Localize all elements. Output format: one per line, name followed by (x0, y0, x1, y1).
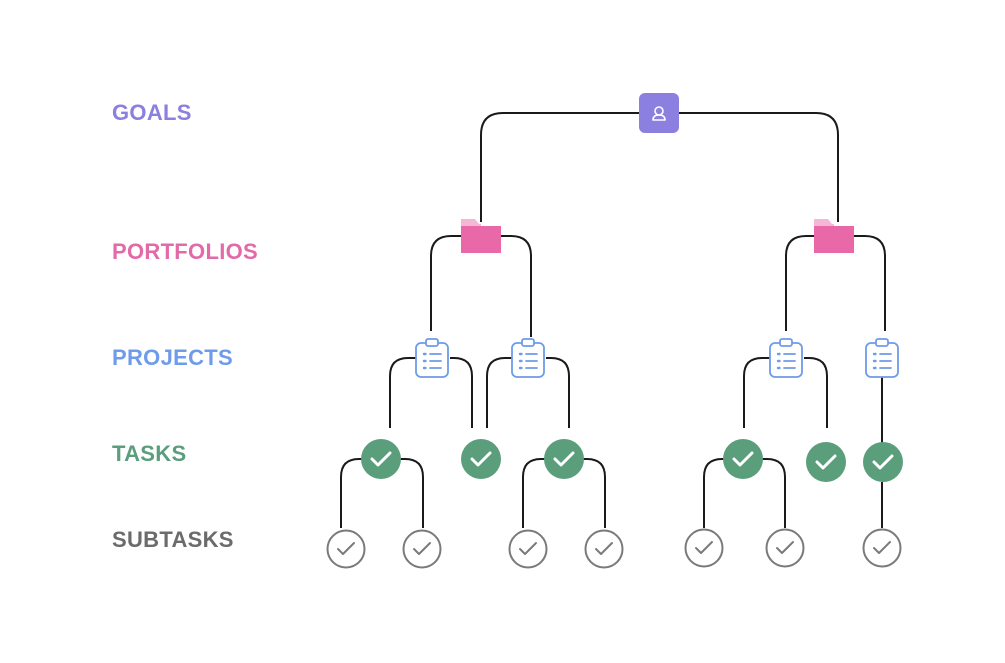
connector-portfolio2-project3 (785, 235, 816, 331)
connectors (340, 112, 886, 528)
clipboard-list-icon[interactable] (511, 338, 545, 378)
connector-project1-task2 (450, 357, 473, 428)
clipboard-list-icon[interactable] (865, 338, 899, 378)
connector-project2-task2 (486, 357, 512, 428)
connector-portfolio1-project2 (500, 235, 532, 337)
check-circle-outline-icon[interactable] (508, 529, 548, 569)
level-label-projects: PROJECTS (112, 345, 233, 370)
connector-task4-subtask5 (703, 458, 725, 528)
connector-project3-task4 (743, 357, 770, 428)
check-circle-filled-icon[interactable] (544, 439, 584, 479)
clipboard-list-icon[interactable] (769, 338, 803, 378)
connector-project3-task5 (804, 357, 828, 428)
check-circle-filled-icon[interactable] (806, 442, 846, 482)
connector-goal-left (480, 112, 640, 222)
check-circle-outline-icon[interactable] (765, 528, 805, 568)
check-circle-outline-icon[interactable] (584, 529, 624, 569)
check-circle-filled-icon[interactable] (723, 439, 763, 479)
check-circle-filled-icon[interactable] (361, 439, 401, 479)
check-circle-outline-icon[interactable] (402, 529, 442, 569)
connector-task3-subtask3 (522, 458, 546, 528)
nodes (326, 93, 903, 569)
check-circle-filled-icon[interactable] (461, 439, 501, 479)
connector-task1-subtask2 (400, 458, 424, 528)
connector-portfolio1-project1 (430, 235, 462, 331)
check-circle-outline-icon[interactable] (684, 528, 724, 568)
folder-icon[interactable] (814, 219, 854, 253)
level-label-subtasks: SUBTASKS (112, 527, 234, 552)
connector-goal-right (678, 112, 839, 222)
level-label-tasks: TASKS (112, 441, 187, 466)
goal-icon[interactable] (639, 93, 679, 133)
connector-portfolio2-project4 (854, 235, 886, 331)
connector-task4-subtask6 (762, 458, 786, 528)
level-label-goals: GOALS (112, 100, 192, 125)
folder-icon[interactable] (461, 219, 501, 253)
connector-task1-subtask1 (340, 458, 363, 528)
connector-task3-subtask4 (583, 458, 606, 528)
clipboard-list-icon[interactable] (415, 338, 449, 378)
level-label-portfolios: PORTFOLIOS (112, 239, 258, 264)
check-circle-outline-icon[interactable] (862, 528, 902, 568)
check-circle-outline-icon[interactable] (326, 529, 366, 569)
connector-project1-task1 (389, 357, 416, 428)
connector-project2-task3 (546, 357, 570, 428)
check-circle-filled-icon[interactable] (863, 442, 903, 482)
